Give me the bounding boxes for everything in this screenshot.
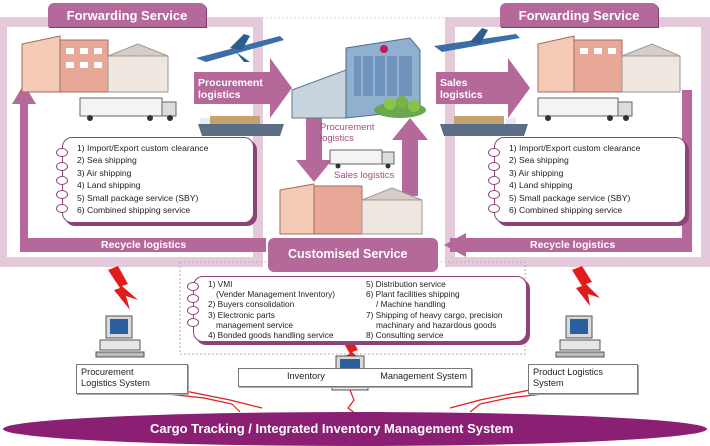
left-service-4: 4) Land shipping: [77, 180, 141, 191]
procurement-down-line1: Procurement: [320, 122, 375, 133]
product-system-line2: System: [533, 378, 564, 388]
recycle-logistics-right: Recycle logistics: [530, 239, 616, 251]
procurement-arrow: [194, 58, 292, 118]
lightning-right: [572, 266, 600, 306]
sales-logistics-line1: Sales: [440, 77, 468, 89]
left-service-3: 3) Air shipping: [77, 167, 132, 178]
airplane-left: [196, 34, 284, 62]
right-warehouse: [537, 35, 681, 93]
ship-left: [198, 116, 284, 136]
right-panel-title: Forwarding Service: [500, 3, 658, 27]
lightning-center-top: [342, 336, 364, 372]
truck-left: [79, 97, 177, 121]
footer-ellipse: [3, 412, 707, 446]
procurement-logistics-line2: logistics: [198, 89, 241, 101]
left-panel-title: Forwarding Service: [48, 3, 206, 27]
cust-item-2: 2) Buyers consolidation: [208, 299, 295, 310]
procurement-system-line1: Procurement: [81, 367, 134, 377]
central-warehouse-building: [291, 37, 426, 119]
lightning-left: [108, 266, 138, 310]
right-service-2: 2) Sea shipping: [509, 155, 569, 166]
customised-pill: [268, 238, 438, 272]
procurement-down-line2: logistics: [320, 133, 354, 144]
sales-logistics-small-label: Sales logistics: [334, 170, 395, 181]
center-dotted-frame: [261, 17, 449, 263]
left-services-list: 1) Import/Export custom clearance 2) Sea…: [62, 137, 254, 223]
right-service-3: 3) Air shipping: [509, 167, 564, 178]
cust-item-8: 8) Consulting service: [366, 330, 444, 341]
left-service-5: 5) Small package service (SBY): [77, 192, 199, 203]
procurement-down-arrow: [296, 118, 332, 182]
procurement-system-line2: Logistics System: [81, 378, 150, 388]
recycle-arrow-left-head: [12, 84, 36, 104]
airplane-right: [434, 28, 520, 52]
procurement-logistics-label: Procurement logistics: [198, 77, 263, 101]
customised-left-column: 1) VMI (Vender Management Inventory) 2) …: [208, 279, 368, 340]
product-system-line1: Product Logistics: [533, 367, 603, 377]
right-service-1: 1) Import/Export custom clearance: [509, 143, 641, 153]
cust-item-4: 4) Bonded goods handling service: [208, 330, 334, 341]
cust-item-3b: management service: [216, 319, 294, 330]
inventory-system-line1: Inventory: [287, 371, 325, 381]
cust-item-6: 6) Plant facilities shipping: [366, 289, 460, 300]
network-lines: [149, 389, 561, 415]
product-system-box: Product Logistics System: [528, 364, 638, 394]
procurement-down-label: Procurement logistics: [320, 122, 374, 144]
right-service-5: 5) Small package service (SBY): [509, 192, 631, 203]
recycle-arrow-right-head: [444, 233, 466, 257]
left-warehouse: [21, 35, 169, 93]
truck-right: [537, 97, 633, 121]
center-warehouse: [279, 183, 423, 235]
computer-right: [555, 315, 605, 358]
customised-right-column: 5) Distribution service 6) Plant facilit…: [366, 279, 516, 340]
inventory-system-box: Inventory Management System: [238, 368, 472, 387]
recycle-logistics-left: Recycle logistics: [101, 239, 187, 251]
footer-title: Cargo Tracking / Integrated Inventory Ma…: [150, 421, 514, 436]
cust-item-1: 1) VMI: [208, 279, 233, 289]
ship-right: [440, 116, 528, 136]
right-service-4: 4) Land shipping: [509, 180, 573, 191]
sales-up-arrow: [392, 118, 428, 196]
computer-left: [95, 315, 145, 358]
right-service-6: 6) Combined shipping service: [509, 205, 623, 216]
procurement-logistics-line1: Procurement: [198, 77, 263, 89]
cust-item-6b: / Machine handling: [376, 299, 446, 310]
right-services-list: 1) Import/Export custom clearance 2) Sea…: [494, 137, 686, 223]
sales-logistics-line2: logistics: [440, 89, 483, 101]
inventory-system-line2: Management System: [380, 371, 467, 381]
left-service-2: 2) Sea shipping: [77, 155, 137, 166]
cust-item-1b: (Vender Management Inventory): [216, 289, 335, 300]
customised-services-list: 1) VMI (Vender Management Inventory) 2) …: [193, 276, 527, 342]
sales-logistics-label: Sales logistics: [440, 77, 483, 101]
cust-item-7: 7) Shipping of heavy cargo, precision: [366, 309, 503, 320]
cust-item-5: 5) Distribution service: [366, 279, 446, 289]
cust-item-3: 3) Electronic parts: [208, 309, 275, 320]
procurement-system-box: Procurement Logistics System: [76, 364, 188, 394]
left-service-6: 6) Combined shipping service: [77, 205, 191, 216]
cust-item-7b: machinary and hazardous goods: [376, 319, 497, 330]
left-service-1: 1) Import/Export custom clearance: [77, 143, 209, 153]
customised-service-title: Customised Service: [288, 247, 408, 261]
truck-center: [329, 149, 395, 169]
sales-arrow: [436, 58, 530, 118]
